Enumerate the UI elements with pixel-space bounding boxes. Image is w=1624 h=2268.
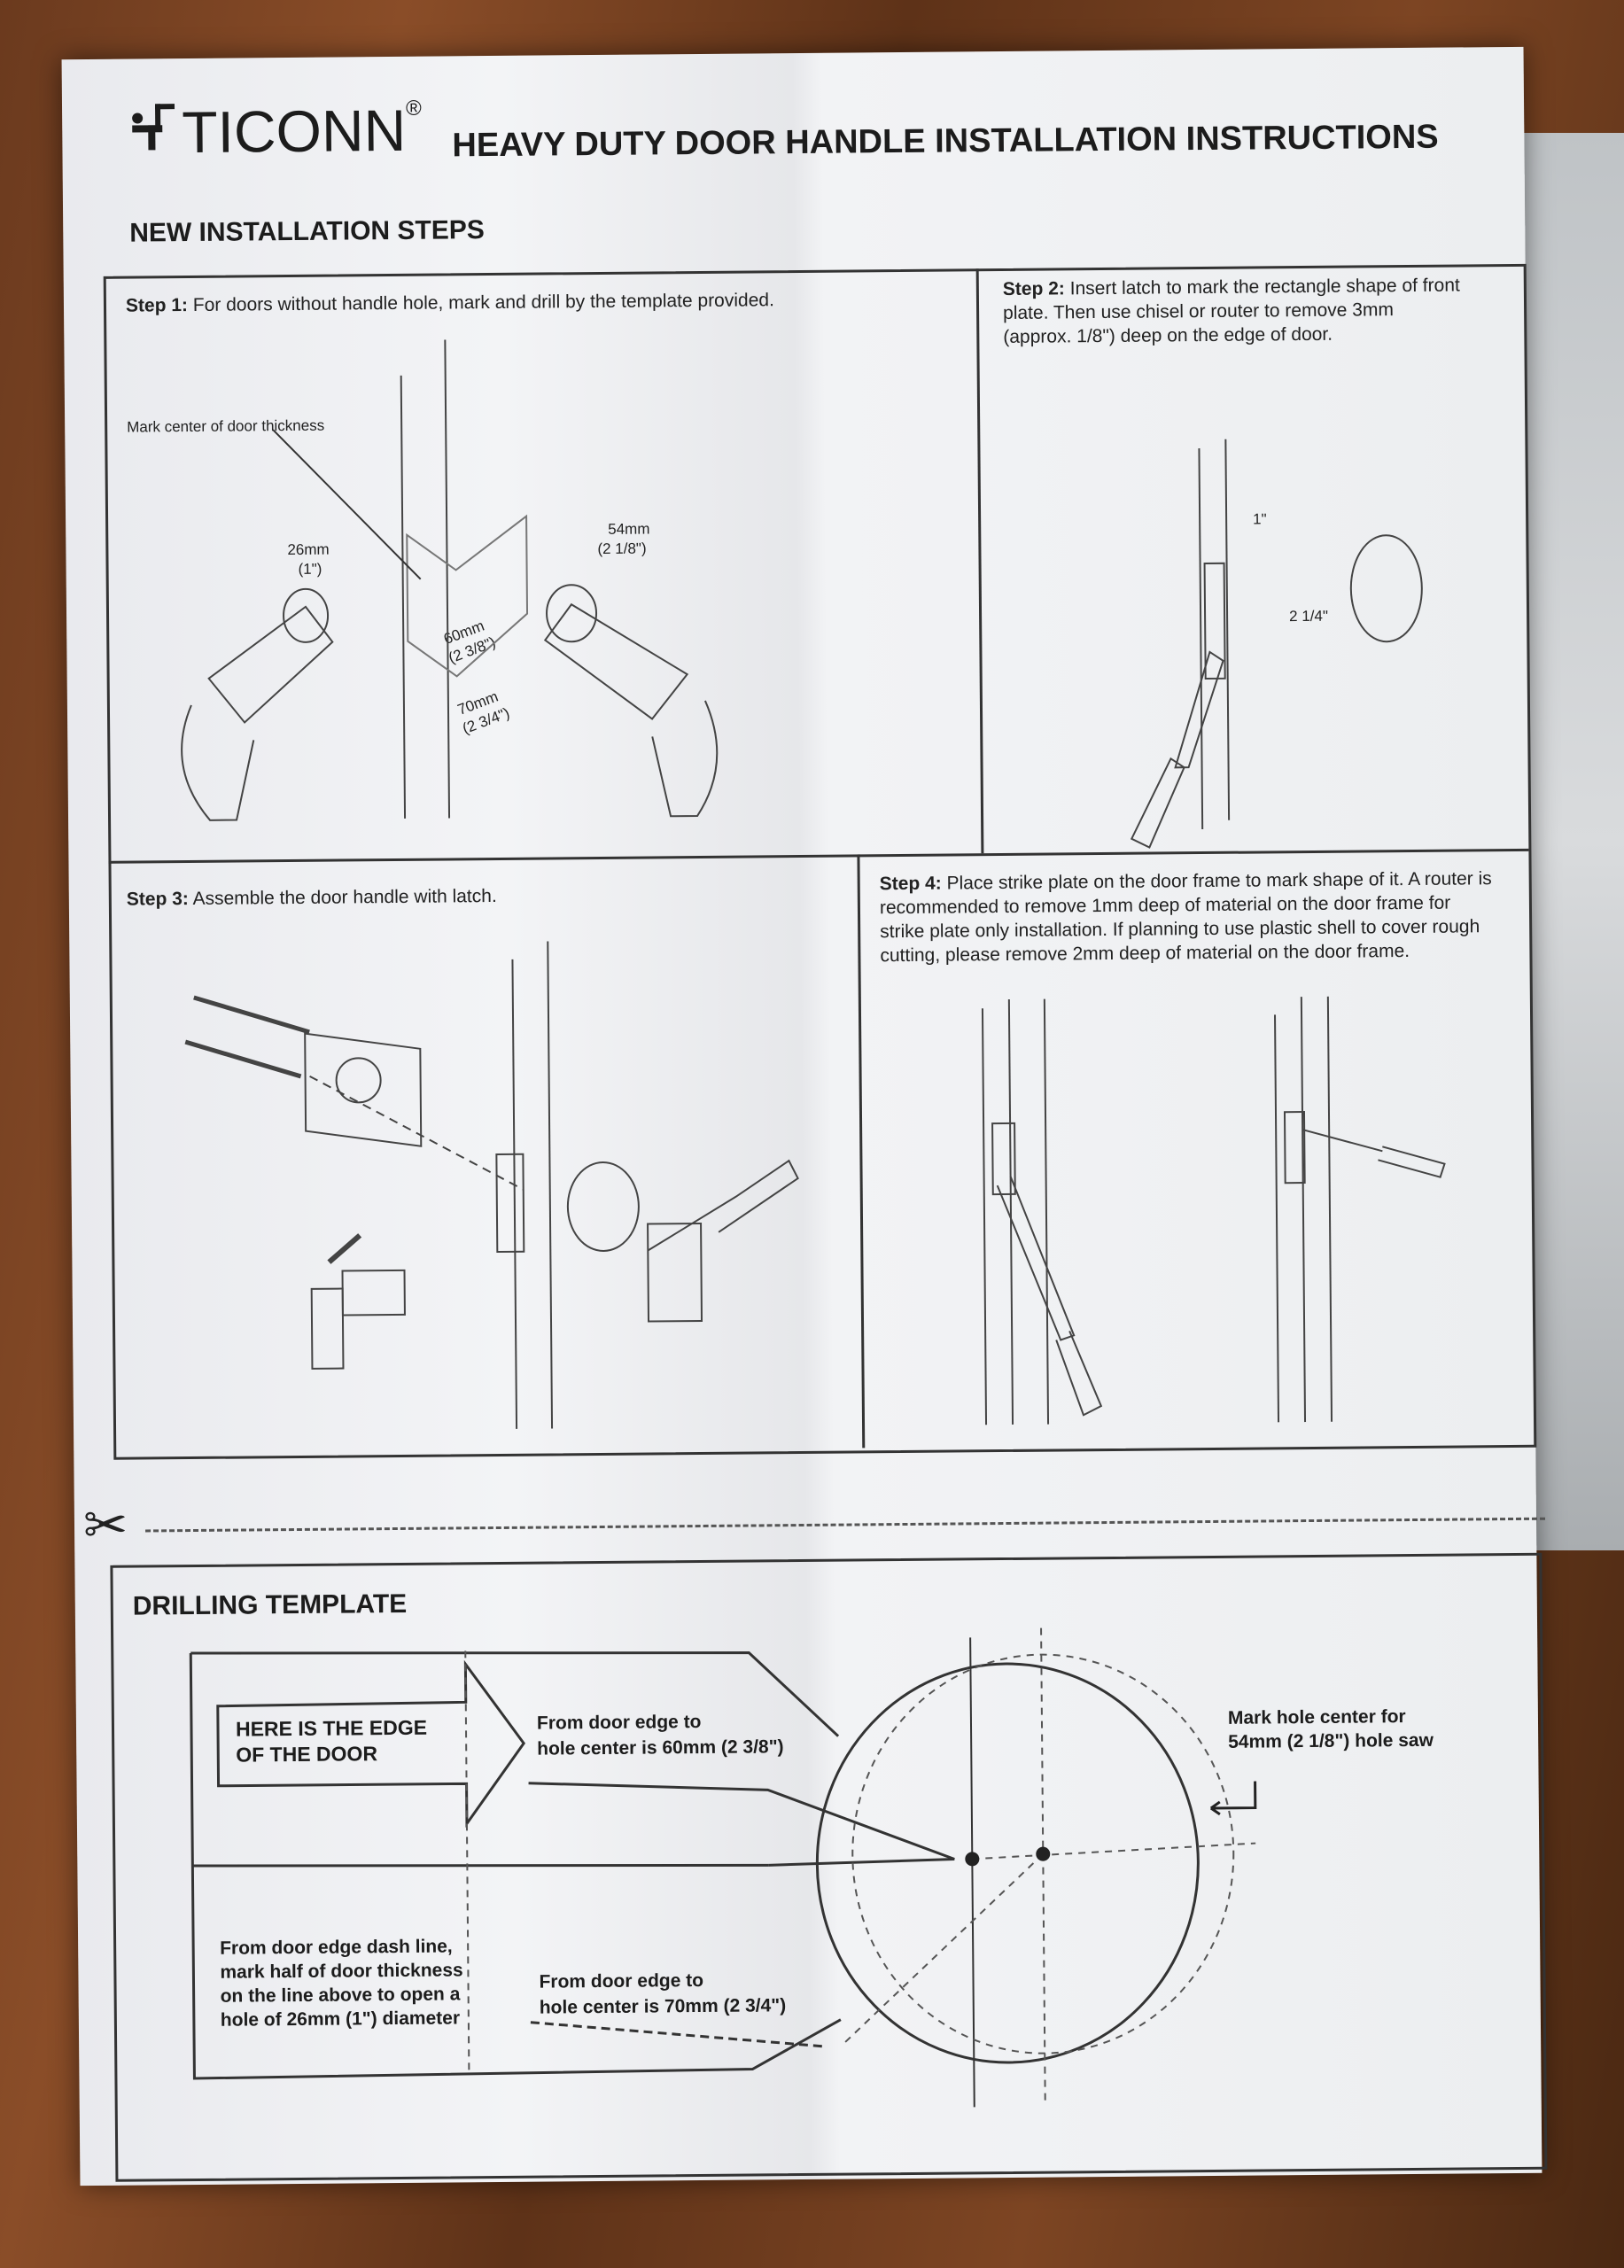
template-drawing bbox=[189, 1627, 1257, 2108]
note-half-thickness: From door edge dash line,mark half of do… bbox=[220, 1936, 463, 2031]
drill-illustration bbox=[181, 339, 719, 821]
handle-assembly-illustration bbox=[184, 941, 799, 1429]
instruction-sheet: TICONN® HEAVY DUTY DOOR HANDLE INSTALLAT… bbox=[61, 46, 1548, 2186]
logo-icon bbox=[132, 104, 175, 151]
brand-logo: TICONN® bbox=[128, 97, 422, 167]
strike-plate-illustration bbox=[981, 996, 1446, 1425]
chisel-illustration bbox=[1130, 439, 1423, 849]
